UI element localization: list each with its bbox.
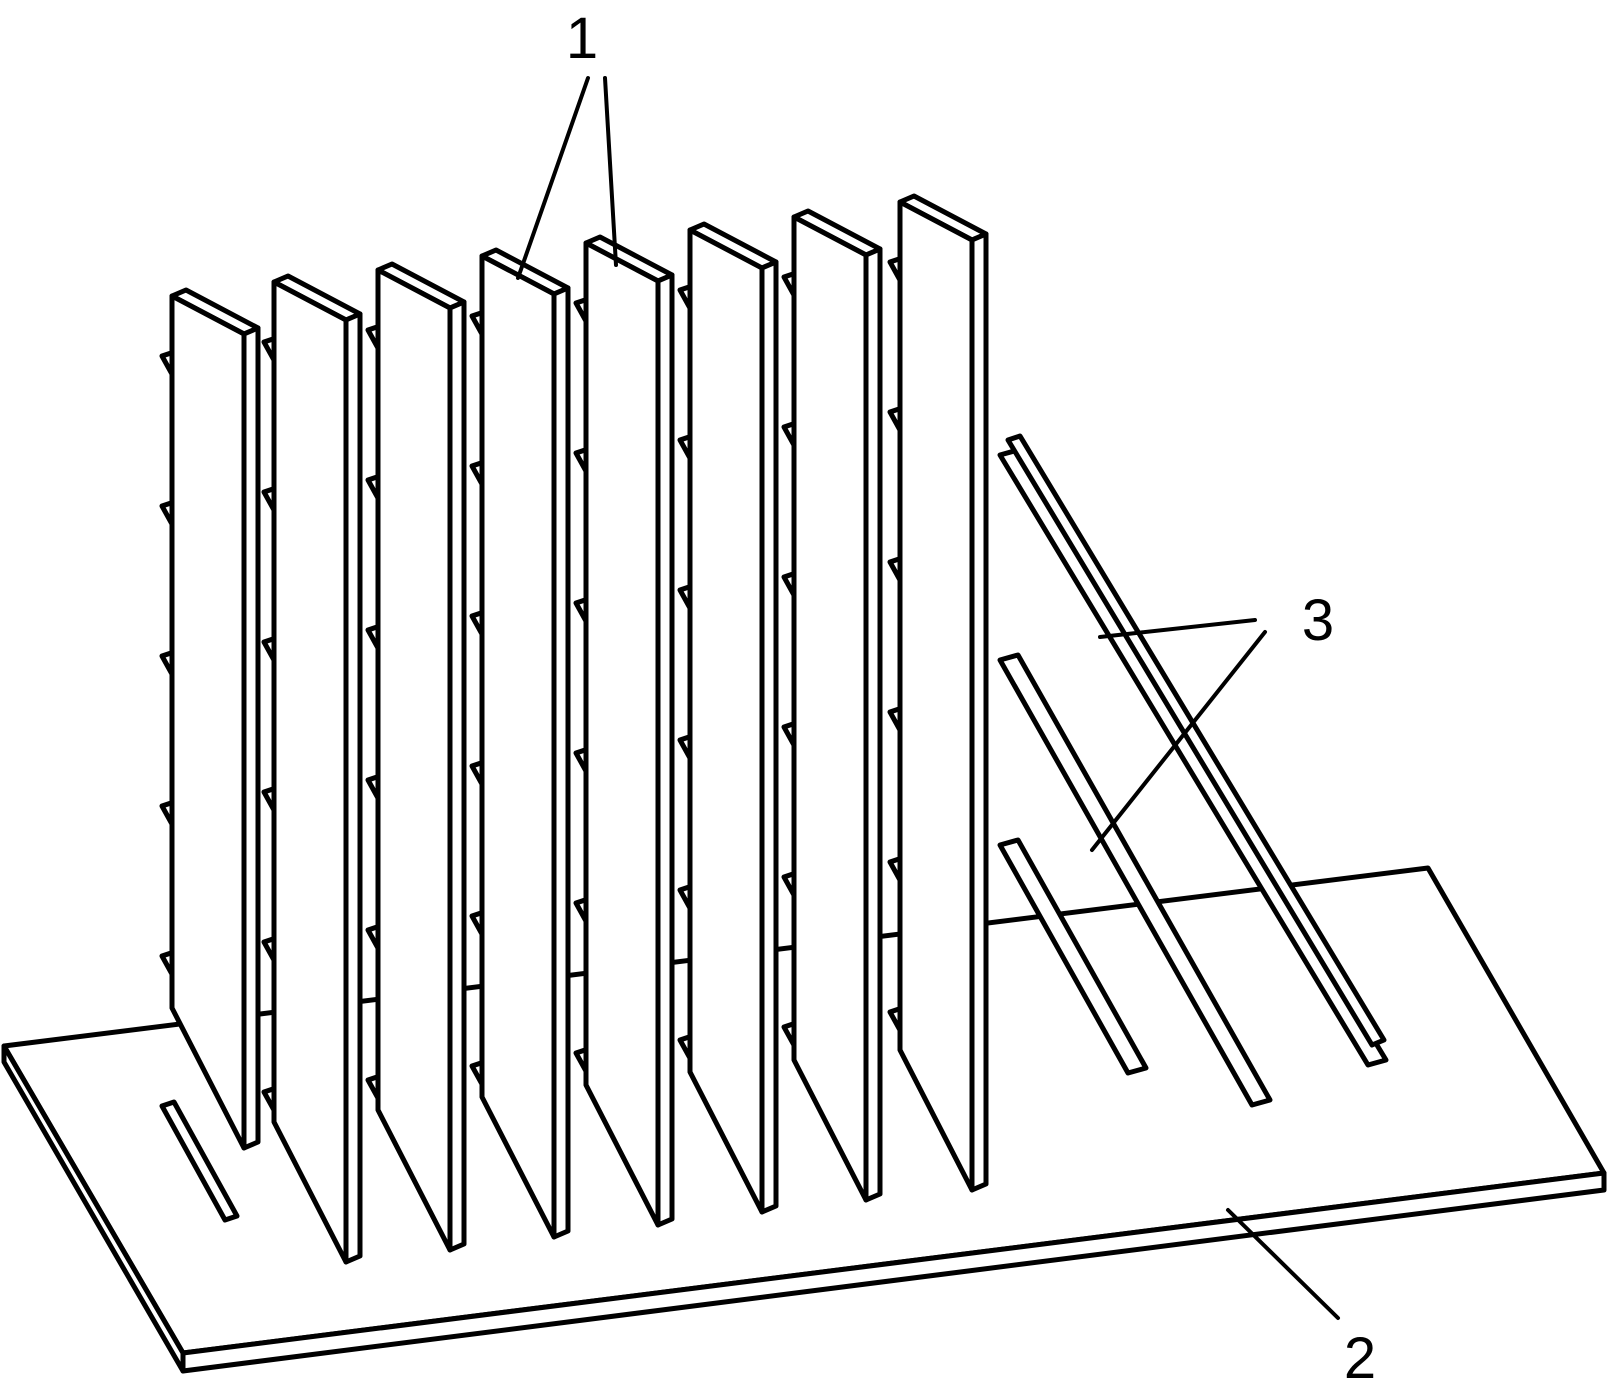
leader-1a xyxy=(518,78,588,278)
fin-7 xyxy=(784,211,880,1200)
fin-2-edge xyxy=(346,314,360,1262)
fin-1-face xyxy=(172,296,244,1148)
fin-2 xyxy=(264,276,360,1262)
fin-4 xyxy=(472,250,568,1237)
fin-8 xyxy=(890,196,986,1190)
fin-3-edge xyxy=(450,302,464,1250)
callout-3: 3 xyxy=(1302,588,1334,653)
callout-1: 1 xyxy=(566,6,598,71)
fin-5-face xyxy=(586,243,658,1225)
fin-8-edge xyxy=(972,234,986,1190)
fin-4-edge xyxy=(554,288,568,1237)
leader-1b xyxy=(605,78,616,265)
fin-7-edge xyxy=(866,249,880,1200)
fin-6-edge xyxy=(762,262,776,1212)
callout-2: 2 xyxy=(1344,1326,1376,1391)
fin-5-edge xyxy=(658,275,672,1225)
fin-8-face xyxy=(900,202,972,1190)
fin-6-face xyxy=(690,230,762,1212)
fin-6 xyxy=(680,224,776,1212)
fin-3 xyxy=(368,264,464,1250)
fin-4-face xyxy=(482,256,554,1237)
fin-2-face xyxy=(274,282,346,1262)
fin-5 xyxy=(576,237,672,1225)
fin-7-face xyxy=(794,217,866,1200)
fin-3-face xyxy=(378,270,450,1250)
fin-1-edge xyxy=(244,328,258,1148)
